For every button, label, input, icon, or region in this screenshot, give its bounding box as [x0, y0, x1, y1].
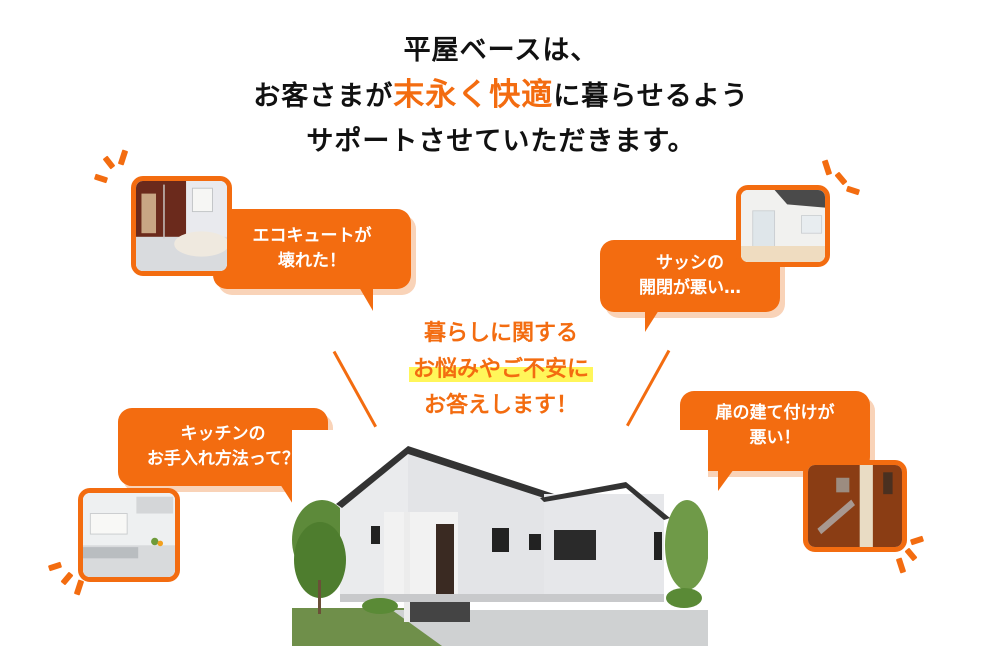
center-message-line-1: 暮らしに関する [423, 321, 578, 346]
bubble-sash-line-2: 開閉が悪い… [639, 278, 741, 298]
center-message: 暮らしに関する お悩みやご不安に お答えします！ [370, 316, 632, 424]
headline: 平屋ベースは、 お客さまが末永く快適に暮らせるよう サポートさせていただきます。 [0, 28, 1002, 164]
headline-line-1: 平屋ベースは、 [403, 35, 599, 66]
headline-line-2-prefix: お客さまが [253, 81, 394, 112]
headline-accent: 末永く快適 [393, 77, 554, 113]
bathroom-photo [131, 176, 232, 276]
bubble-ecocute: エコキュートが 壊れた！ [213, 209, 411, 311]
headline-line-3: サポートさせていただきます。 [306, 126, 696, 157]
bubble-tail [359, 287, 373, 311]
bubble-ecocute-line-1: エコキュートが [252, 226, 372, 246]
bubble-tail [645, 310, 659, 332]
bubble-door-line-2: 悪い！ [749, 428, 801, 448]
right-slash-decoration [625, 349, 671, 427]
bubble-tail [718, 469, 734, 491]
headline-line-2: お客さまが末永く快適に暮らせるよう [0, 73, 1002, 119]
bubble-kitchen-line-2: お手入れ方法って？ [146, 449, 300, 469]
bubble-kitchen-line-1: キッチンの [180, 424, 266, 444]
house-photo [292, 430, 709, 646]
bubble-ecocute-line-2: 壊れた！ [278, 251, 346, 271]
bubble-door-line-1: 扉の建て付けが [715, 403, 835, 423]
door-handle-photo [803, 460, 907, 552]
bubble-sash-line-1: サッシの [656, 253, 724, 273]
center-message-line-2: お悩みやご不安に [408, 357, 593, 382]
burst-icon [895, 535, 936, 580]
center-message-line-3: お答えします！ [423, 393, 578, 418]
kitchen-photo [78, 488, 180, 582]
headline-line-2-suffix: に暮らせるよう [553, 81, 749, 112]
burst-icon [44, 561, 85, 602]
room-sash-photo [736, 185, 830, 267]
bubble-door: 扉の建て付けが 悪い！ [680, 391, 870, 491]
